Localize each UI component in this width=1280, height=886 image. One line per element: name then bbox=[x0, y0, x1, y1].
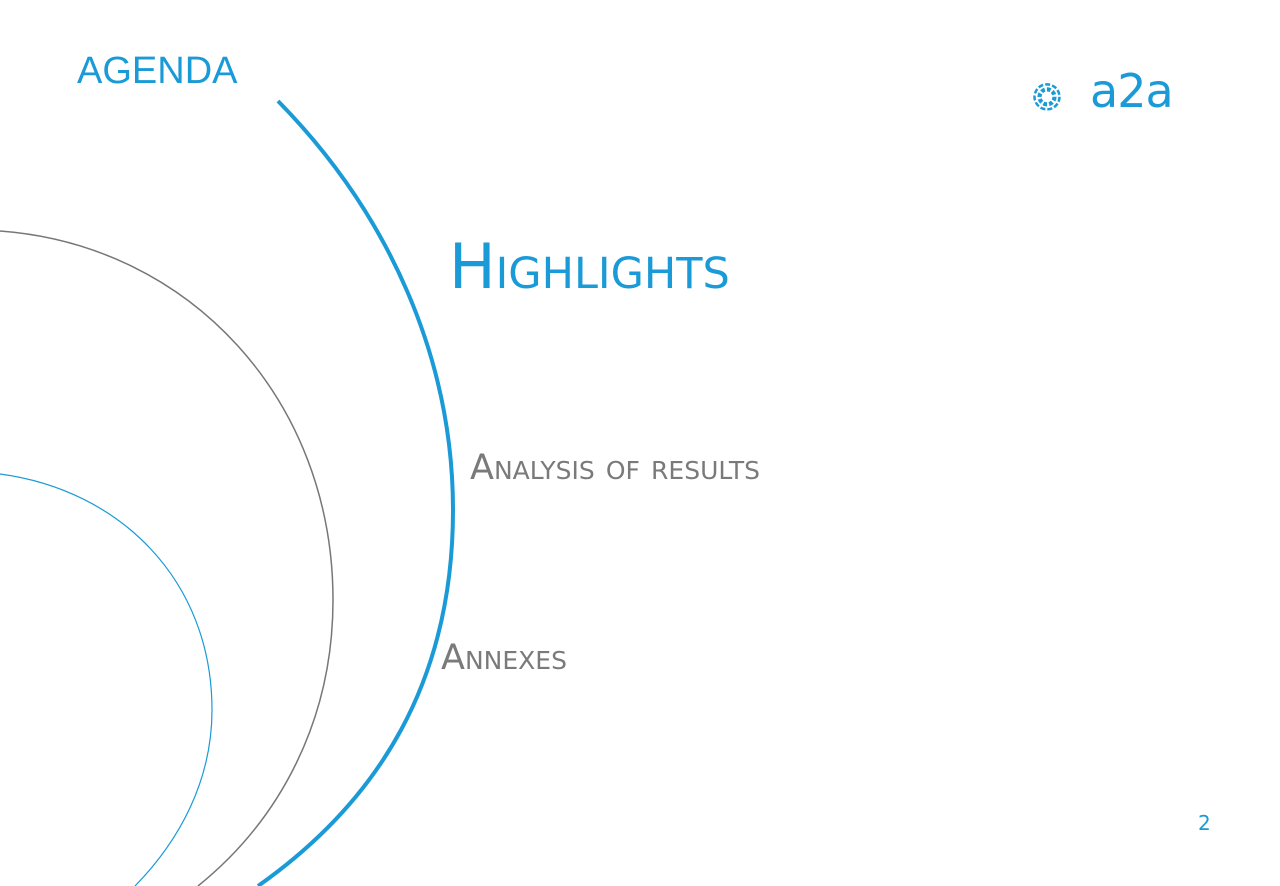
agenda-item-annexes[interactable]: Annexes bbox=[441, 638, 567, 678]
outer-blue-arc bbox=[256, 99, 456, 886]
middle-gray-arc bbox=[0, 230, 334, 886]
page-number: 2 bbox=[1198, 811, 1211, 835]
agenda-item-highlights[interactable]: Highlights bbox=[449, 230, 730, 303]
agenda-item-analysis-of-results[interactable]: Analysis of results bbox=[470, 448, 761, 488]
a2a-logo-icon bbox=[1033, 83, 1061, 111]
logo-wordmark: a2a bbox=[1090, 64, 1174, 118]
page-title: AGENDA bbox=[77, 50, 238, 92]
inner-blue-arc bbox=[0, 473, 213, 886]
